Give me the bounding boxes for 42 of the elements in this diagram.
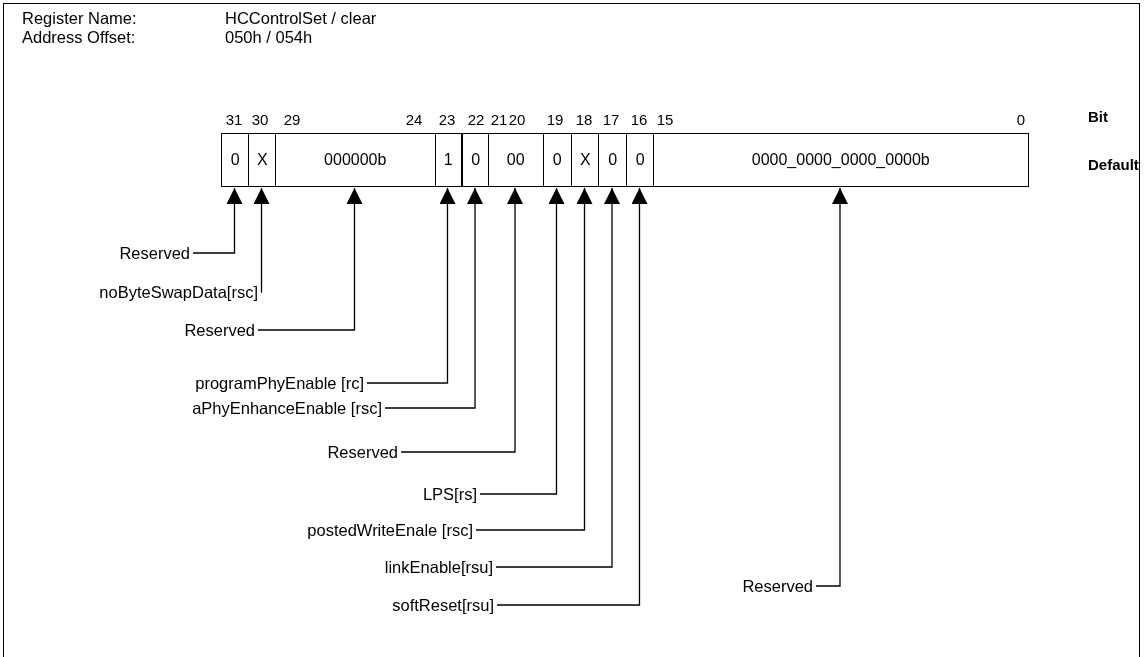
bit-number: 16	[630, 110, 648, 130]
leader-line	[192, 187, 243, 254]
register-value: 050h / 054h	[225, 27, 313, 47]
leader-line	[400, 187, 523, 453]
bit-number: 29	[283, 110, 301, 130]
bit-field: 000000b	[275, 133, 436, 187]
leader-line	[253, 187, 270, 293]
leader-line	[815, 187, 848, 587]
bit-number: 23	[438, 110, 456, 130]
bit-field: X	[248, 133, 277, 187]
bit-number: 0	[1016, 110, 1026, 130]
bit-field: 0000_0000_0000_0000b	[653, 133, 1029, 187]
bit-field: 0	[598, 133, 628, 187]
register-value: HCControlSet / clear	[225, 8, 377, 28]
bit-number: 19	[546, 110, 564, 130]
bit-field: 0	[221, 133, 250, 187]
bit-number: 20	[508, 110, 526, 130]
bit-field: 00	[488, 133, 544, 187]
bit-number: 22	[467, 110, 485, 130]
leader-line	[257, 187, 363, 331]
leader-line	[495, 187, 620, 568]
bit-field: 0	[626, 133, 655, 187]
leader-line	[475, 187, 593, 531]
leader-line	[366, 187, 456, 384]
bit-number: 24	[405, 110, 423, 130]
bit-number: 21	[490, 110, 508, 130]
bit-number: 17	[602, 110, 620, 130]
row-heading: Default	[1088, 155, 1139, 175]
bit-number: 18	[575, 110, 593, 130]
register-field-label: Address Offset:	[22, 27, 136, 47]
bit-number: 15	[656, 110, 674, 130]
row-heading: Bit	[1088, 107, 1108, 127]
leader-line	[479, 187, 565, 495]
register-field-label: Register Name:	[22, 8, 137, 28]
bit-field: 1	[435, 133, 462, 187]
bit-field: 0	[543, 133, 572, 187]
bit-number: 31	[225, 110, 243, 130]
bit-number: 30	[251, 110, 269, 130]
leader-line	[384, 187, 483, 409]
bit-field: 0	[462, 133, 490, 187]
leader-line	[496, 187, 648, 606]
bit-field: X	[571, 133, 600, 187]
